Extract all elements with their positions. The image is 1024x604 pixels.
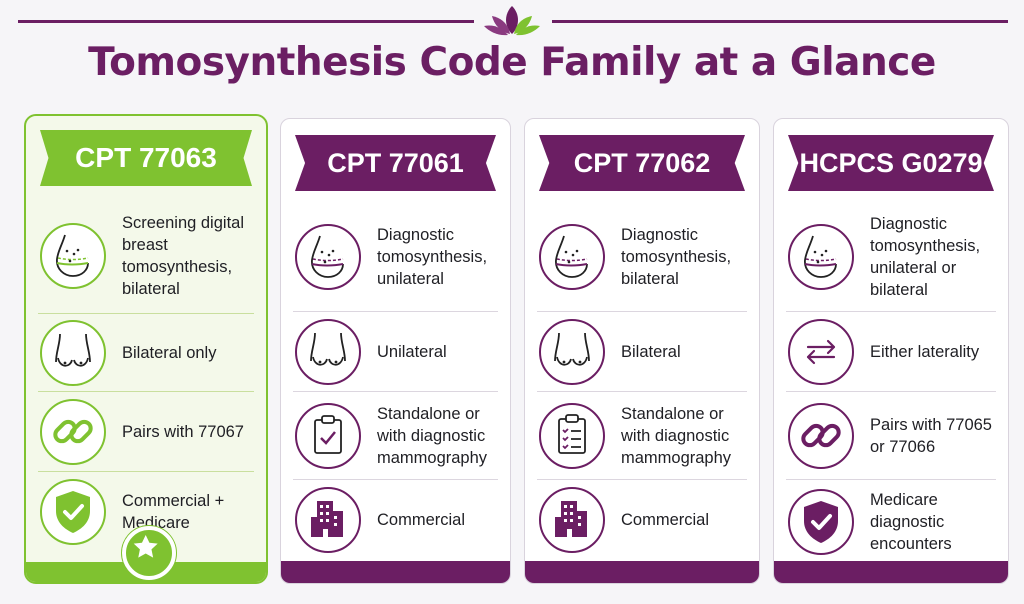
row-text: Commercial <box>377 511 466 529</box>
card-row: Pairs with 77067 <box>38 391 254 472</box>
star-icon <box>122 526 176 580</box>
row-text: Standalone or with diagnostic mammograph… <box>621 405 732 467</box>
code-banner: CPT 77063 <box>40 130 252 186</box>
row-text: Bilateral <box>621 343 681 361</box>
link-icon <box>38 397 108 467</box>
building-icon <box>537 485 607 555</box>
row-text: Commercial <box>621 511 710 529</box>
lotus-logo-icon <box>484 6 540 36</box>
torso-bilateral-icon <box>38 318 108 388</box>
card-footer-bar <box>281 561 510 583</box>
breast-scan-icon <box>38 221 108 291</box>
swap-arrows-icon <box>786 317 856 387</box>
card-row: Commercial <box>293 479 498 560</box>
card-row: Diagnostic tomosynthesis, unilateral or … <box>786 203 996 311</box>
shield-check-icon <box>38 477 108 547</box>
card-row: Standalone or with diagnostic mammograph… <box>293 391 498 480</box>
card-row: Diagnostic tomosynthesis, bilateral <box>537 203 747 311</box>
card-row: Screening digital breast tomosynthesis, … <box>38 198 254 313</box>
row-text: Diagnostic tomosynthesis, unilateral <box>377 226 488 288</box>
torso-icon <box>293 317 363 387</box>
card-row: Either laterality <box>786 311 996 392</box>
row-text: Pairs with 77067 <box>122 423 244 441</box>
card-row: Bilateral only <box>38 313 254 392</box>
card-footer-bar <box>525 561 759 583</box>
code-card-77063: CPT 77063 Screening digital breast tomos… <box>24 114 268 584</box>
row-text: Pairs with 77065 or 77066 <box>870 416 992 456</box>
breast-scan-icon <box>537 222 607 292</box>
code-banner: CPT 77062 <box>539 135 745 191</box>
torso-icon <box>537 317 607 387</box>
code-card-77062: CPT 77062 Diagnostic tomosynthesis, bila… <box>524 118 760 584</box>
card-row: Bilateral <box>537 311 747 392</box>
row-text: Diagnostic tomosynthesis, unilateral or … <box>870 215 981 299</box>
code-banner: HCPCS G0279 <box>788 135 994 191</box>
shield-check-icon <box>786 487 856 557</box>
card-row: Unilateral <box>293 311 498 392</box>
code-card-g0279: HCPCS G0279 Diagnostic tomosynthesis, un… <box>773 118 1009 584</box>
clipboard-list-icon <box>537 401 607 471</box>
clipboard-check-icon <box>293 401 363 471</box>
card-row: Diagnostic tomosynthesis, unilateral <box>293 203 498 311</box>
page-title: Tomosynthesis Code Family at a Glance <box>88 40 936 85</box>
card-row: Commercial <box>537 479 747 560</box>
row-text: Screening digital breast tomosynthesis, … <box>122 213 244 298</box>
card-row: Pairs with 77065 or 77066 <box>786 391 996 480</box>
breast-scan-icon <box>786 222 856 292</box>
link-icon <box>786 401 856 471</box>
row-text: Either laterality <box>870 343 980 361</box>
card-row: Medicare diagnostic encounters <box>786 479 996 564</box>
breast-scan-icon <box>293 222 363 292</box>
card-row: Standalone or with diagnostic mammograph… <box>537 391 747 480</box>
building-icon <box>293 485 363 555</box>
top-rule-right <box>552 20 1008 23</box>
row-text: Unilateral <box>377 343 447 361</box>
code-card-77061: CPT 77061 Diagnostic tomosynthesis, unil… <box>280 118 511 584</box>
row-text: Standalone or with diagnostic mammograph… <box>377 405 488 467</box>
row-text: Diagnostic tomosynthesis, bilateral <box>621 226 732 288</box>
row-text: Medicare diagnostic encounters <box>870 491 952 553</box>
card-footer-bar <box>774 561 1008 583</box>
top-rule-left <box>18 20 474 23</box>
row-text: Bilateral only <box>122 344 217 362</box>
code-banner: CPT 77061 <box>295 135 496 191</box>
